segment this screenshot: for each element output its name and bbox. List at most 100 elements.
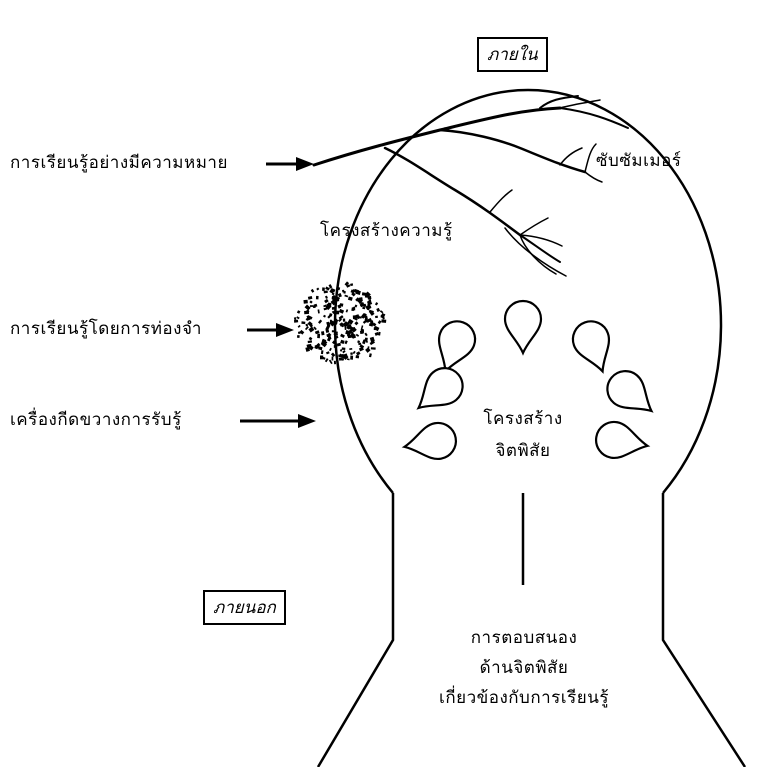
- speckle: [379, 310, 384, 314]
- affective-structure-line2: จิตพิสัย: [495, 441, 551, 461]
- speckle: [344, 281, 350, 287]
- speckle: [347, 333, 351, 339]
- speckle: [354, 321, 359, 326]
- speckle: [351, 292, 356, 297]
- speckle: [331, 340, 337, 345]
- speckle: [361, 292, 367, 296]
- speckle: [364, 332, 368, 337]
- bulb-outline: [316, 493, 747, 767]
- speckle: [342, 322, 347, 327]
- speckle: [365, 292, 369, 295]
- speckle: [330, 299, 337, 306]
- speckle: [323, 290, 328, 294]
- speckle: [366, 348, 370, 352]
- speckle: [338, 357, 343, 361]
- speckle: [335, 331, 338, 334]
- speckle: [358, 297, 363, 300]
- inside-label: ภายใน: [477, 37, 548, 72]
- speckle: [331, 295, 336, 298]
- speckle: [320, 355, 324, 360]
- speckle: [350, 355, 354, 360]
- speckle: [366, 299, 373, 306]
- speckle: [352, 350, 356, 355]
- speckle: [358, 316, 362, 319]
- rote-learning-cluster: [293, 281, 387, 365]
- outside-label: ภายนอก: [203, 590, 286, 625]
- speckle: [347, 296, 353, 301]
- teardrop: [401, 421, 458, 461]
- speckle: [338, 308, 345, 314]
- speckle: [369, 340, 376, 346]
- speckle: [362, 312, 368, 319]
- speckle: [361, 302, 365, 306]
- speckle: [328, 359, 333, 365]
- speckle: [344, 355, 349, 360]
- speckle: [330, 352, 336, 357]
- perceptual-barrier-label: เครื่องกีดขวางการรับรู้: [10, 410, 182, 430]
- speckle: [368, 353, 372, 358]
- speckle: [307, 295, 313, 300]
- speckle: [304, 326, 309, 331]
- speckle: [370, 320, 374, 326]
- speckle: [355, 289, 361, 295]
- speckle: [297, 331, 302, 335]
- speckle: [333, 360, 337, 365]
- speckle: [327, 334, 332, 340]
- response-line3: เกี่ยวข้องกับการเรียนรู้: [439, 688, 609, 708]
- speckle: [296, 310, 301, 314]
- speckle: [304, 310, 310, 315]
- speckle: [305, 346, 310, 352]
- speckle: [323, 314, 326, 318]
- speckle: [349, 348, 353, 350]
- speckle: [339, 322, 344, 327]
- speckle: [334, 310, 340, 315]
- speckle: [360, 325, 364, 331]
- speckle: [355, 333, 360, 337]
- speckle: [313, 326, 317, 331]
- speckle: [342, 349, 346, 354]
- speckle: [361, 330, 364, 333]
- speckle: [321, 331, 325, 336]
- speckle: [305, 323, 308, 327]
- affective-teardrops: [401, 299, 654, 461]
- speckle: [316, 287, 320, 291]
- speckle: [359, 344, 365, 349]
- speckle: [356, 351, 361, 356]
- speckle: [325, 286, 330, 291]
- speckle: [345, 309, 349, 313]
- teardrop: [503, 299, 543, 356]
- speckle: [378, 331, 381, 336]
- speckle: [349, 332, 356, 339]
- speckle: [317, 345, 321, 349]
- speckle: [334, 318, 339, 322]
- teardrop: [571, 320, 610, 374]
- speckle: [307, 321, 313, 327]
- teardrop: [606, 370, 654, 413]
- speckle: [324, 358, 329, 363]
- speckle: [374, 302, 379, 306]
- speckle: [376, 307, 381, 312]
- speckle: [336, 342, 342, 347]
- teardrop: [438, 320, 477, 374]
- speckle: [322, 340, 327, 343]
- speckle: [307, 340, 313, 344]
- speckle: [297, 324, 301, 328]
- affective-structure-line1: โครงสร้าง: [483, 409, 563, 429]
- speckle: [374, 332, 379, 336]
- speckle: [301, 321, 306, 325]
- speckle: [352, 289, 356, 293]
- speckle: [322, 287, 325, 291]
- speckle: [327, 302, 332, 308]
- speckle: [350, 283, 354, 287]
- speckle: [370, 347, 376, 350]
- speckle: [314, 330, 320, 335]
- speckle: [317, 309, 320, 314]
- speckle: [362, 319, 367, 324]
- speckle: [346, 284, 351, 288]
- meaningful-learning-arrow: [266, 157, 314, 171]
- speckle: [316, 342, 321, 347]
- speckle: [331, 306, 337, 310]
- speckle: [334, 336, 338, 340]
